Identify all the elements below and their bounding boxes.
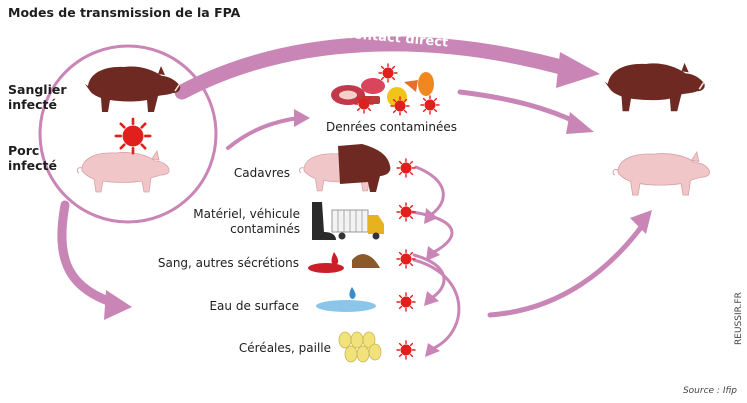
blood-puddle-icon — [308, 252, 380, 273]
arrow-heads — [104, 52, 652, 357]
truck-icon — [331, 209, 384, 240]
carcass-arrow — [414, 165, 445, 216]
water-puddle-icon — [316, 287, 376, 312]
diagram-title: Modes de transmission de la FPA — [8, 5, 241, 20]
transmission-arrows — [57, 36, 648, 350]
direct-contact-arrow — [174, 36, 580, 100]
virus-large-icon — [114, 117, 152, 155]
food-label: Denrées contaminées — [326, 120, 457, 134]
source-note: Source : Ifip — [682, 386, 737, 396]
meat-food-icon — [331, 72, 434, 107]
to-food-arrow — [226, 116, 300, 150]
equipment-label: Matériel, véhicule contaminés — [193, 207, 300, 236]
food-to-pig-arrow — [457, 89, 583, 127]
boot-icon — [312, 202, 336, 240]
credit-label: REUSSIR.FR — [734, 292, 744, 345]
water-label: Eau de surface — [209, 299, 299, 313]
fluids-label: Sang, autres sécrétions — [157, 256, 299, 270]
infected-pig-label: Porc infecté — [8, 143, 57, 173]
cereals-label: Céréales, paille — [238, 341, 331, 355]
carcass-icon — [299, 144, 391, 192]
fluids-cereal-arrow — [412, 258, 461, 350]
target-pig-icon — [612, 151, 711, 196]
target-wild-boar-icon — [603, 62, 706, 112]
infected-sources-circle — [38, 44, 218, 224]
infected-pig-icon — [76, 150, 170, 193]
indirect-to-pig-arrow — [487, 219, 648, 318]
grain-icon — [338, 331, 382, 363]
indirect-route-arrow — [57, 200, 125, 310]
infected-wild-boar-icon — [84, 65, 181, 113]
carcass-label: Cadavres — [233, 166, 290, 180]
infected-wild-boar-label: Sanglier infecté — [8, 82, 67, 112]
